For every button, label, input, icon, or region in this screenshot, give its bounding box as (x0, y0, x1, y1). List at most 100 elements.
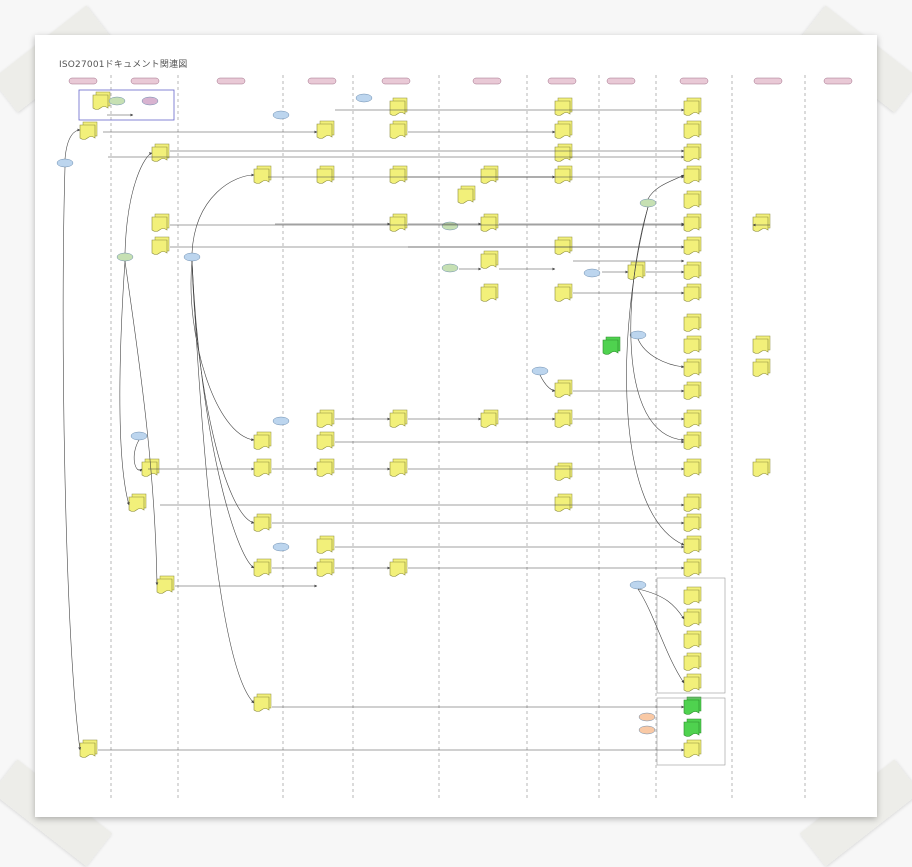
document-icon (79, 124, 96, 140)
document-icon (480, 216, 497, 232)
document-icon (253, 561, 270, 577)
document-icon (389, 216, 406, 232)
group-box (656, 577, 726, 694)
process-node (56, 158, 74, 168)
process-node (130, 431, 148, 441)
document-icon (683, 538, 700, 554)
document-icon (683, 146, 700, 162)
document-icon (683, 561, 700, 577)
connector-curve (637, 338, 685, 369)
document-icon (683, 461, 700, 477)
document-icon (683, 100, 700, 116)
document-icon (316, 461, 333, 477)
document-icon (128, 496, 145, 512)
document-icon (683, 193, 700, 209)
document-icon (752, 338, 769, 354)
document-icon (253, 461, 270, 477)
document-icon (683, 611, 700, 627)
document-icon (316, 412, 333, 428)
diagram-paper: ISO27001ドキュメント関連図 (35, 35, 877, 817)
document-icon (683, 633, 700, 649)
lane-header (307, 77, 337, 85)
document-icon (316, 561, 333, 577)
lane-header (547, 77, 577, 85)
diagram-title: ISO27001ドキュメント関連図 (59, 60, 188, 70)
document-icon (683, 434, 700, 450)
document-icon (752, 361, 769, 377)
document-icon (683, 384, 700, 400)
process-node (629, 580, 647, 590)
document-icon (253, 434, 270, 450)
document-icon (554, 286, 571, 302)
process-node (638, 725, 656, 735)
document-icon (683, 216, 700, 232)
document-icon (683, 516, 700, 532)
document-icon (683, 589, 700, 605)
document-icon (480, 253, 497, 269)
connector-curve (133, 439, 143, 472)
document-icon (554, 496, 571, 512)
highlight-document-icon (683, 699, 700, 715)
document-icon (554, 465, 571, 481)
document-icon (316, 538, 333, 554)
connector-curve (626, 206, 685, 546)
document-icon (554, 168, 571, 184)
document-icon (151, 146, 168, 162)
lane-header (606, 77, 636, 85)
lane-header (216, 77, 246, 85)
document-icon (480, 168, 497, 184)
document-icon (151, 216, 168, 232)
document-icon (389, 561, 406, 577)
connector-curve (630, 206, 685, 442)
document-icon (554, 146, 571, 162)
connector-curve (539, 374, 556, 392)
process-node (183, 252, 201, 262)
process-node (441, 221, 459, 231)
document-icon (79, 742, 96, 758)
lane-header (381, 77, 411, 85)
legend-box (78, 89, 175, 121)
process-node (116, 252, 134, 262)
process-node (272, 110, 290, 120)
document-relationship-diagram (56, 75, 853, 800)
document-icon (683, 168, 700, 184)
document-icon (752, 461, 769, 477)
highlight-document-icon (602, 339, 619, 355)
document-icon (151, 239, 168, 255)
document-icon (683, 655, 700, 671)
document-icon (683, 412, 700, 428)
document-icon (683, 316, 700, 332)
document-icon (554, 382, 571, 398)
process-node (272, 416, 290, 426)
connector-curve (637, 588, 685, 620)
document-icon (683, 361, 700, 377)
document-icon (683, 286, 700, 302)
lane-header (130, 77, 160, 85)
connector-curve (124, 152, 153, 254)
document-icon (627, 264, 644, 280)
lane-header (472, 77, 502, 85)
connector-curve (191, 260, 255, 524)
process-node (531, 366, 549, 376)
document-icon (683, 123, 700, 139)
document-icon (683, 742, 700, 758)
document-icon (683, 264, 700, 280)
lane-header (823, 77, 853, 85)
connector-curve (119, 260, 130, 506)
document-icon (253, 696, 270, 712)
document-icon (683, 496, 700, 512)
document-icon (253, 516, 270, 532)
process-node (141, 96, 159, 106)
document-icon (389, 100, 406, 116)
document-icon (316, 168, 333, 184)
document-icon (156, 578, 173, 594)
connector-curve (191, 260, 255, 569)
document-icon (554, 412, 571, 428)
process-node (638, 712, 656, 722)
lane-header (679, 77, 709, 85)
document-icon (683, 338, 700, 354)
highlight-document-icon (683, 721, 700, 737)
connector-curve (647, 174, 685, 200)
group-box (656, 697, 726, 766)
process-node (272, 542, 290, 552)
